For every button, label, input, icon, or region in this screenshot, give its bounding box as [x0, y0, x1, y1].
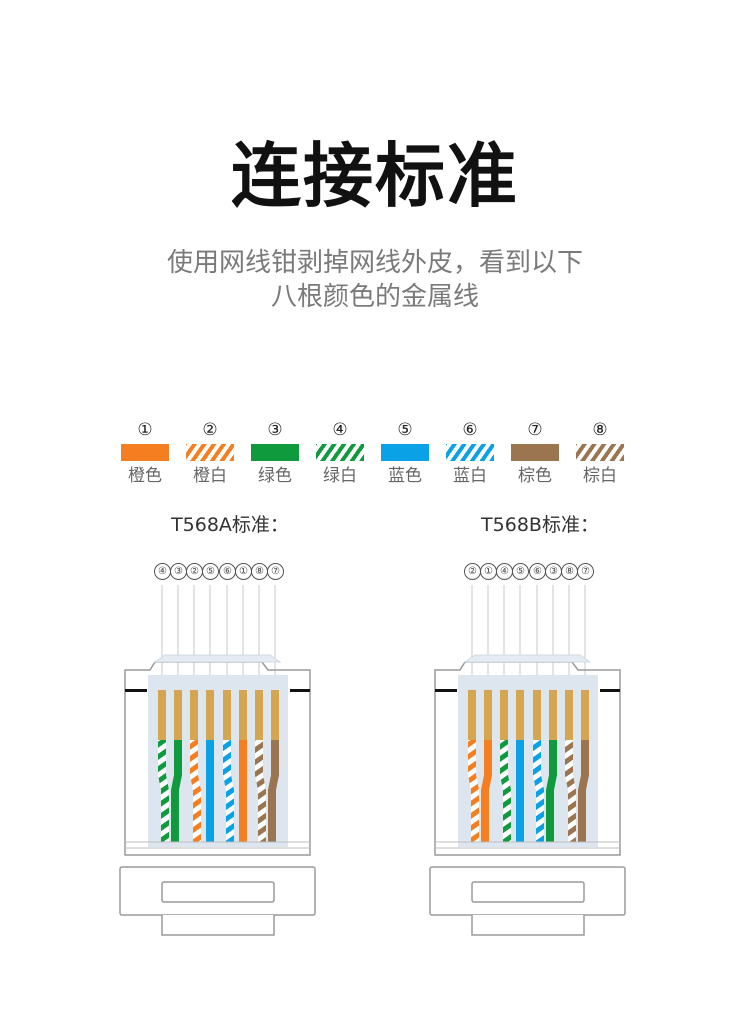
subtitle-line-1: 使用网线钳剥掉网线外皮，看到以下: [166, 248, 583, 278]
pin-order-label: ③: [545, 563, 562, 580]
legend-number: ②: [202, 420, 218, 440]
legend-label: 绿白: [323, 466, 357, 486]
striped-color-swatch: [576, 444, 624, 461]
legend-label: 蓝色: [388, 466, 422, 486]
legend-label: 橙色: [128, 466, 162, 486]
gold-pin: [549, 690, 557, 740]
solid-blue-wire: [516, 740, 524, 842]
t568b-connector-diagram: [429, 585, 626, 936]
legend-item: ③ 绿色: [240, 420, 310, 487]
legend-item: ② 橙白: [175, 420, 245, 487]
striped-brown-wire: [255, 740, 266, 842]
gold-pin: [174, 690, 182, 740]
legend-label: 蓝白: [453, 466, 487, 486]
striped-blue-wire: [223, 740, 234, 842]
pin-order-label: ⑦: [577, 563, 594, 580]
pin-order-label: ⑤: [512, 563, 529, 580]
gold-pin: [158, 690, 166, 740]
striped-orange-wire: [190, 740, 201, 842]
solid-brown-wire: [578, 740, 589, 842]
pin-order-label: ②: [464, 563, 481, 580]
solid-color-swatch: [251, 444, 299, 461]
solid-blue-wire: [206, 740, 214, 842]
pin-order-label: ⑥: [529, 563, 546, 580]
pin-order-label: ①: [235, 563, 252, 580]
clip-line-left: [125, 689, 147, 692]
pin-order-label: ⑥: [219, 563, 236, 580]
legend-item: ⑦ 棕色: [500, 420, 570, 487]
legend-number: ⑤: [397, 420, 413, 440]
legend-label: 橙白: [193, 466, 227, 486]
pin-order-label: ②: [186, 563, 203, 580]
connector-top: [463, 654, 592, 663]
t568a-connector-diagram: [119, 585, 316, 936]
pin-order-label: ①: [480, 563, 497, 580]
legend-item: ⑥ 蓝白: [435, 420, 505, 487]
legend-number: ③: [267, 420, 283, 440]
legend-number: ⑥: [462, 420, 478, 440]
legend-item: ① 橙色: [110, 420, 180, 487]
gold-pin: [516, 690, 524, 740]
pin-order-label: ④: [496, 563, 513, 580]
gold-pin: [271, 690, 279, 740]
solid-green-wire: [171, 740, 182, 842]
cable-stub: [161, 915, 275, 936]
striped-color-swatch: [316, 444, 364, 461]
gold-pin: [533, 690, 541, 740]
gold-pin: [190, 690, 198, 740]
legend-item: ⑧ 棕白: [565, 420, 635, 487]
solid-color-swatch: [511, 444, 559, 461]
legend-item: ④ 绿白: [305, 420, 375, 487]
striped-brown-wire: [565, 740, 576, 842]
gold-pin: [468, 690, 476, 740]
gold-pin: [500, 690, 508, 740]
gold-pin: [565, 690, 573, 740]
solid-brown-wire: [268, 740, 279, 842]
pin-order-label: ⑤: [202, 563, 219, 580]
connector-top: [153, 654, 282, 663]
solid-green-wire: [546, 740, 557, 842]
striped-blue-wire: [533, 740, 544, 842]
gold-pin: [484, 690, 492, 740]
page-title: 连接标准: [231, 135, 519, 217]
clip-line-left: [435, 689, 457, 692]
gold-pin: [581, 690, 589, 740]
solid-color-swatch: [381, 444, 429, 461]
legend-number: ⑧: [592, 420, 608, 440]
legend-number: ①: [137, 420, 153, 440]
legend-item: ⑤ 蓝色: [370, 420, 440, 487]
pin-order-label: ⑦: [267, 563, 284, 580]
striped-green-wire: [158, 740, 169, 842]
striped-color-swatch: [186, 444, 234, 461]
subtitle: 使用网线钳剥掉网线外皮，看到以下 八根颜色的金属线: [0, 246, 750, 314]
clip-line-right: [600, 689, 620, 692]
boot-window: [471, 881, 585, 903]
solid-orange-wire: [239, 740, 247, 842]
pin-order-label: ④: [154, 563, 171, 580]
gold-pin: [255, 690, 263, 740]
pin-order-label: ⑧: [251, 563, 268, 580]
solid-orange-wire: [481, 740, 492, 842]
pin-order-label: ③: [170, 563, 187, 580]
clip-line-right: [290, 689, 310, 692]
gold-pin: [206, 690, 214, 740]
legend-label: 绿色: [258, 466, 292, 486]
t568b-title: T568B标准：: [481, 514, 599, 536]
legend-label: 棕白: [583, 466, 617, 486]
subtitle-line-2: 八根颜色的金属线: [270, 282, 479, 312]
legend-number: ④: [332, 420, 348, 440]
boot-window: [161, 881, 275, 903]
gold-pin: [223, 690, 231, 740]
striped-green-wire: [500, 740, 511, 842]
legend-number: ⑦: [527, 420, 543, 440]
striped-orange-wire: [468, 740, 479, 842]
solid-color-swatch: [121, 444, 169, 461]
gold-pin: [239, 690, 247, 740]
striped-color-swatch: [446, 444, 494, 461]
t568a-title: T568A标准：: [171, 514, 289, 536]
pin-order-label: ⑧: [561, 563, 578, 580]
legend-label: 棕色: [518, 466, 552, 486]
cable-stub: [471, 915, 585, 936]
